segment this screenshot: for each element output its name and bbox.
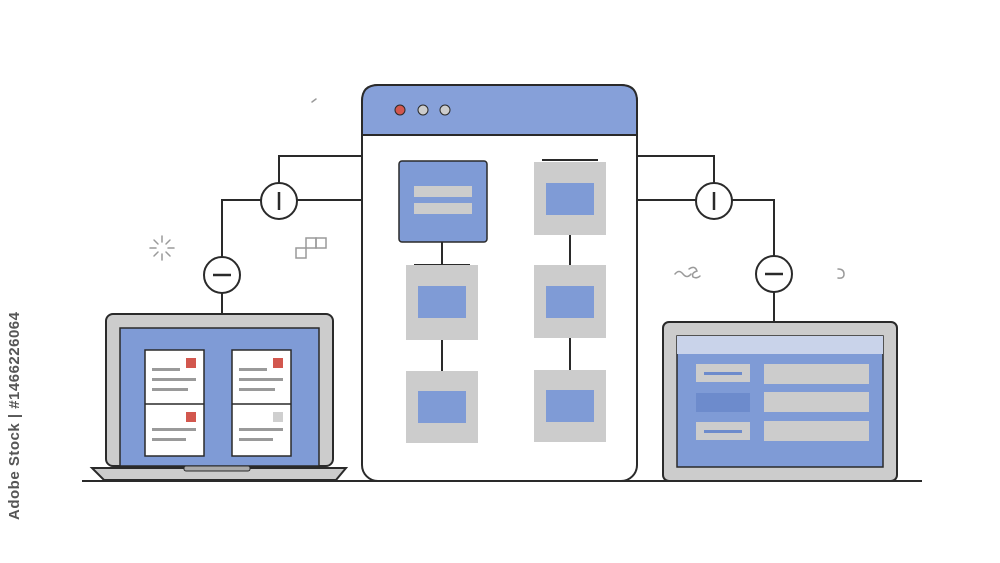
window-title-bar bbox=[361, 84, 638, 136]
form-row bbox=[696, 421, 869, 441]
status-dot bbox=[186, 412, 196, 422]
squiggle-doodle-icon bbox=[311, 98, 845, 279]
switch-off-icon bbox=[203, 256, 241, 294]
flow-node bbox=[406, 265, 478, 340]
document-card bbox=[231, 349, 292, 457]
monitor-header-band bbox=[677, 336, 883, 354]
step-doodle-icon bbox=[295, 237, 327, 259]
status-dot bbox=[186, 358, 196, 368]
sparkle-icon bbox=[149, 235, 175, 261]
window-dot-min bbox=[417, 104, 429, 116]
left-laptop bbox=[89, 313, 349, 481]
stock-id-label: Adobe Stock | #1466226064 bbox=[6, 311, 23, 520]
center-window bbox=[361, 84, 638, 482]
flow-node bbox=[534, 265, 606, 338]
flow-node bbox=[406, 371, 478, 443]
window-dot-max bbox=[439, 104, 451, 116]
flow-node bbox=[534, 162, 606, 235]
laptop-notch bbox=[183, 465, 251, 472]
switch-on-icon bbox=[260, 182, 298, 220]
laptop-base bbox=[89, 467, 349, 481]
status-dot bbox=[273, 358, 283, 368]
status-dot-muted bbox=[273, 412, 283, 422]
connector-lines bbox=[221, 155, 775, 322]
form-row bbox=[696, 364, 869, 384]
flow-node bbox=[534, 370, 606, 442]
flow-node-selected bbox=[398, 160, 488, 243]
window-dot-close bbox=[394, 104, 406, 116]
switch-on-icon bbox=[695, 182, 733, 220]
form-row bbox=[696, 392, 869, 412]
document-card bbox=[144, 349, 205, 457]
right-monitor bbox=[662, 321, 898, 482]
switch-off-icon bbox=[755, 255, 793, 293]
